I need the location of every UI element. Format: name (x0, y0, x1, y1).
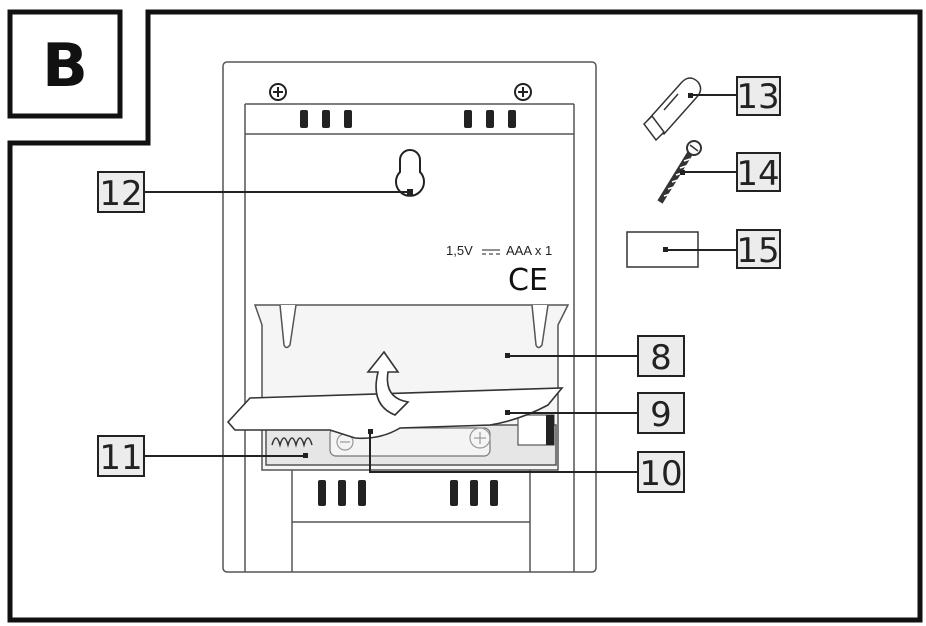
callout-box-12 (97, 171, 145, 213)
callout-11: 11 (99, 438, 142, 478)
marker-13 (688, 93, 693, 98)
spec-voltage: 1,5V (446, 243, 473, 258)
outer-frame (7, 9, 923, 623)
callout-box-10 (637, 451, 685, 493)
wall-plug-icon (643, 77, 702, 142)
screw-icon (657, 140, 702, 204)
spec-battery: AAA x 1 (506, 243, 552, 258)
ce-mark: CE (508, 263, 548, 298)
callout-box-13 (736, 76, 781, 116)
lift-arrow (366, 350, 410, 416)
callout-box-9 (637, 392, 685, 434)
callout-box-14 (736, 152, 781, 192)
callout-box-11 (97, 435, 145, 477)
leader-10 (369, 431, 638, 473)
callout-10: 10 (639, 454, 682, 494)
callout-15: 15 (736, 231, 779, 271)
marker-11 (303, 453, 308, 458)
callout-box-15 (736, 229, 781, 269)
screw-left (269, 83, 287, 101)
panel-letter: B (42, 31, 88, 101)
callout-8: 8 (650, 338, 672, 378)
marker-12 (407, 189, 413, 195)
marker-14 (680, 170, 685, 175)
callout-14: 14 (736, 154, 779, 194)
screw-right (514, 83, 532, 101)
stand (291, 470, 531, 572)
dc-symbol (482, 249, 500, 255)
marker-9 (505, 410, 510, 415)
panel-letter-box (7, 9, 123, 119)
bottom-vents (318, 480, 498, 506)
callout-box-8 (637, 335, 685, 377)
callout-12: 12 (99, 174, 142, 214)
callout-9: 9 (650, 395, 672, 435)
marker-15 (663, 247, 668, 252)
top-vents (300, 110, 516, 128)
keyhole-hanger (395, 148, 425, 197)
callout-13: 13 (736, 77, 779, 117)
marker-8 (505, 353, 510, 358)
device-back (222, 61, 597, 573)
